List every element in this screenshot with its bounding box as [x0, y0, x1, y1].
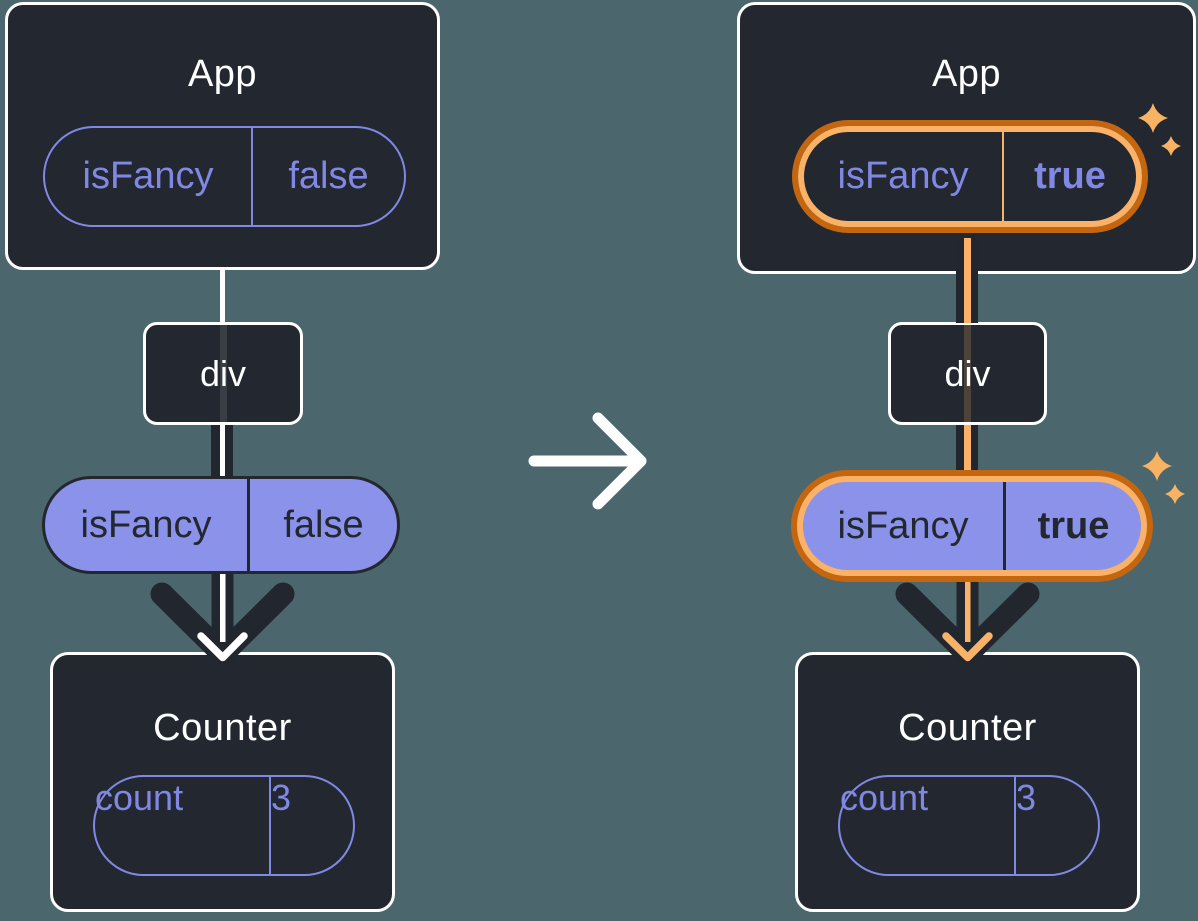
pass-through-line [219, 325, 227, 422]
counter-title: Counter [153, 707, 292, 749]
state-value-label: true [1034, 155, 1106, 197]
tree-edge [220, 266, 225, 324]
counter-title: Counter [898, 707, 1037, 749]
div-label: div [944, 352, 991, 394]
prop-value-label: false [283, 503, 364, 546]
prop-value-label: true [1037, 504, 1110, 547]
app-state-pill: isFancy false [43, 126, 406, 227]
div-label: div [199, 352, 247, 394]
state-name-label: isFancy [45, 128, 253, 225]
sparkles-icon [1142, 451, 1185, 504]
app-state-pill-highlighted: isFancy true [798, 126, 1142, 227]
pass-through-line [964, 325, 971, 422]
transition-arrow-icon [528, 412, 647, 510]
prop-name-label: isFancy [803, 482, 1006, 570]
counter-card: Counter count 3 [795, 652, 1140, 912]
state-name-label: isFancy [804, 132, 1004, 221]
prop-name-label: isFancy [45, 479, 250, 571]
app-title: App [187, 53, 258, 95]
prop-pill: isFancy false [42, 476, 400, 574]
count-name-label: count [840, 777, 1016, 874]
prop-pill-highlighted: isFancy true [797, 476, 1147, 576]
prop-flow-line-core [219, 425, 225, 477]
state-value-label: false [288, 155, 369, 197]
prop-flow-line-core [963, 425, 971, 477]
count-state-pill: count 3 [838, 775, 1100, 876]
count-value-label: 3 [1016, 777, 1037, 818]
arrow-down-icon [150, 574, 295, 666]
count-state-pill: count 3 [93, 775, 355, 876]
app-card: App isFancy false [5, 2, 440, 270]
div-node: div [143, 322, 303, 425]
sparkles-icon [1138, 103, 1181, 156]
state-flow-line-core [963, 238, 971, 323]
count-name-label: count [95, 777, 271, 874]
count-value-label: 3 [271, 777, 292, 818]
counter-card: Counter count 3 [50, 652, 395, 912]
app-title: App [931, 53, 1002, 95]
arrow-down-icon [895, 574, 1040, 666]
div-node: div [888, 322, 1047, 425]
